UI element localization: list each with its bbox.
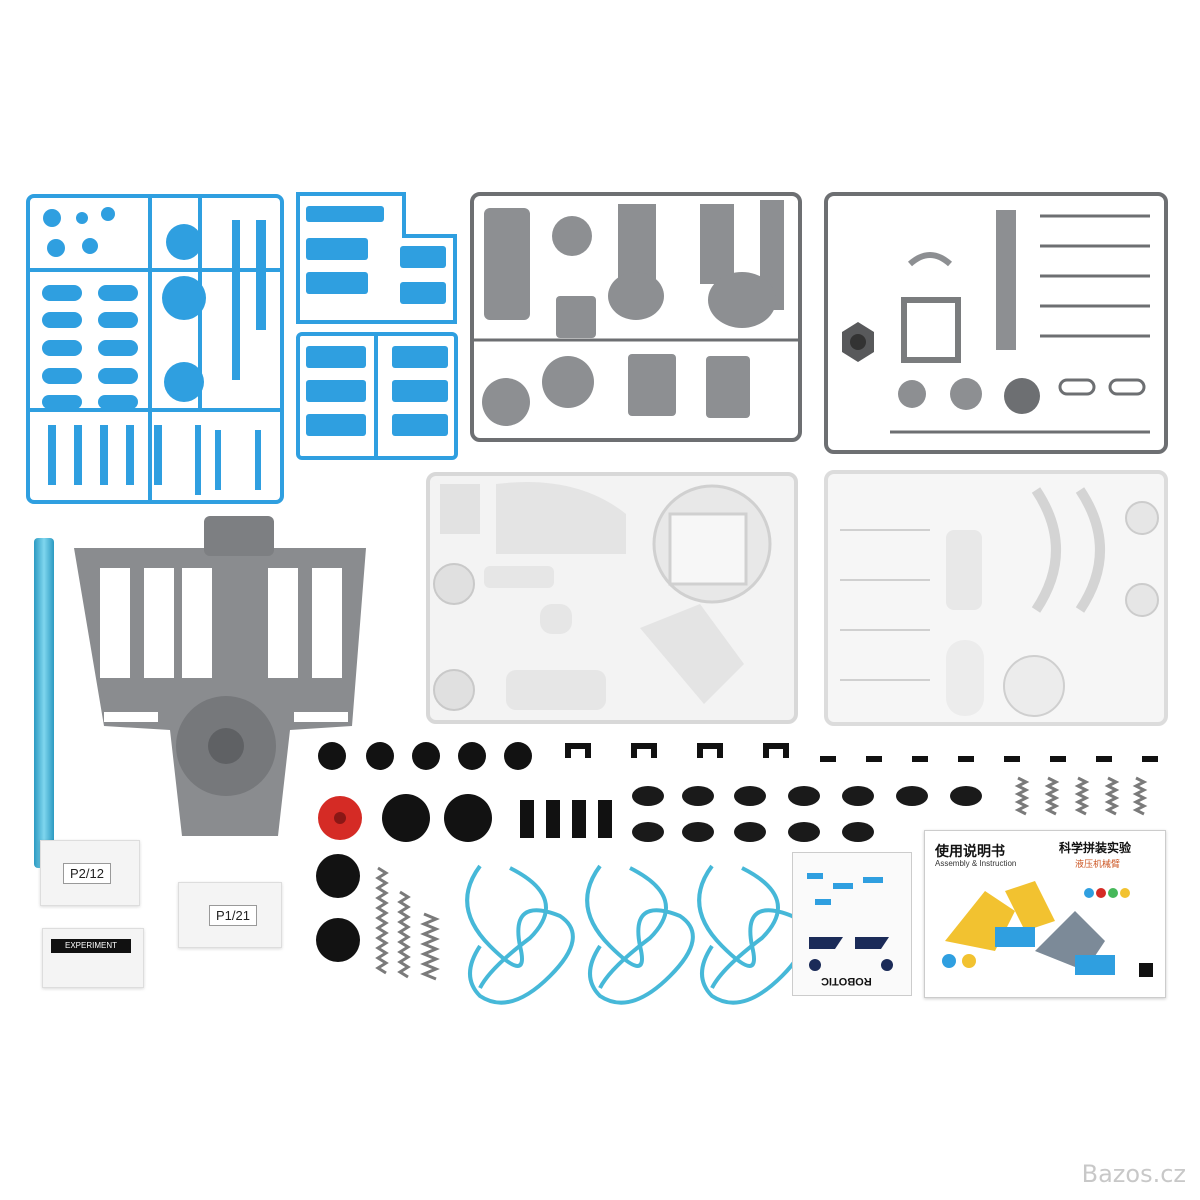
black-clips [565,743,789,758]
manual-right-title: 科学拼装实验 [1059,841,1132,855]
instruction-manual: 使用说明书 Assembly & Instruction 科学拼装实验 液压机械… [924,830,1166,998]
manual-title: 使用说明书 [935,844,1005,860]
black-round-parts [316,742,532,962]
manual-right-subtitle: 液压机械臂 [1075,859,1121,869]
parts-bag-p2-12: P2/12 [40,840,140,906]
parts-bag-p1-21: P1/21 [178,882,282,948]
bag-label: P2/12 [63,863,111,884]
springs [375,776,1148,981]
small-pack: EXPERIMENT [42,928,144,988]
grey-sprue-frame-2 [824,192,1168,454]
sticker-graphics [807,873,893,971]
black-seals [632,786,982,842]
small-pack-text: EXPERIMENT [51,939,131,953]
manual-cover-art [942,881,1153,977]
grey-base-plate [74,516,366,836]
blue-sprue-frame-small [296,192,458,460]
bag-label: P1/21 [209,905,257,926]
white-sprue-frame-1 [426,472,798,724]
manual-subtitle: Assembly & Instruction [935,859,1017,868]
sticker-sheet: ROBOTIC [792,852,912,996]
white-sprue-frame-2 [824,470,1168,726]
grey-sprue-frame-1 [470,192,802,442]
blue-tubes [465,864,807,1005]
watermark-text: Bazos.cz [1081,1160,1186,1188]
blue-rod [34,538,54,868]
watermark: Bazos.cz [1082,1160,1186,1188]
sticker-brand: ROBOTIC [821,975,872,987]
